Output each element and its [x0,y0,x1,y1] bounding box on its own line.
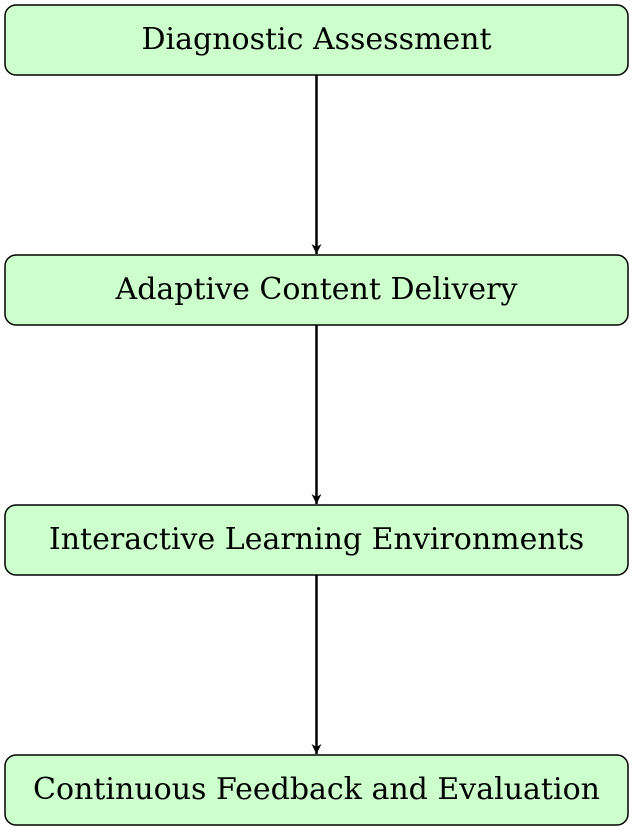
node-diagnostic-assessment: Diagnostic Assessment [4,4,629,76]
node-label: Diagnostic Assessment [141,22,491,57]
node-label: Continuous Feedback and Evaluation [33,772,600,807]
node-label: Adaptive Content Delivery [115,272,518,307]
node-box [4,754,629,826]
node-continuous-feedback-and-evaluation: Continuous Feedback and Evaluation [4,754,629,826]
node-box [4,4,629,76]
node-adaptive-content-delivery: Adaptive Content Delivery [4,254,629,326]
node-interactive-learning-environments: Interactive Learning Environments [4,504,629,576]
node-box [4,504,629,576]
node-box [4,254,629,326]
node-label: Interactive Learning Environments [49,522,584,557]
